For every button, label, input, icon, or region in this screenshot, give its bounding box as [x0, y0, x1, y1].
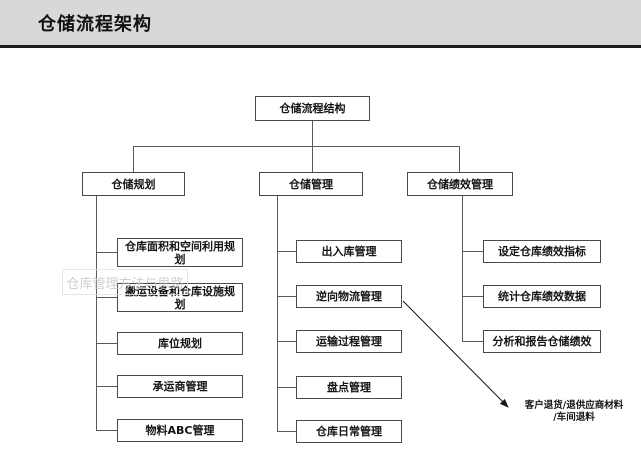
- node-root: 仓储流程结构: [255, 96, 370, 121]
- connector: [459, 146, 460, 172]
- connector: [277, 196, 278, 431]
- annotation-line2: /车间退料: [553, 412, 595, 423]
- connector: [277, 387, 296, 388]
- node-leaf: 盘点管理: [296, 376, 402, 399]
- node-leaf: 设定仓库绩效指标: [483, 240, 601, 263]
- connector: [312, 146, 313, 172]
- connector: [96, 343, 117, 344]
- connector: [133, 146, 134, 172]
- node-leaf: 仓库日常管理: [296, 420, 402, 443]
- node-leaf: 分析和报告仓储绩效: [483, 330, 601, 353]
- node-branch-planning: 仓储规划: [82, 172, 185, 196]
- connector: [277, 251, 296, 252]
- connector: [277, 296, 296, 297]
- page-title: 仓储流程架构: [38, 13, 152, 35]
- connector: [462, 251, 483, 252]
- connector: [277, 341, 296, 342]
- node-branch-management: 仓储管理: [259, 172, 363, 196]
- watermark: 仓库管理方法与思路: [62, 269, 188, 295]
- node-leaf: 运输过程管理: [296, 330, 402, 353]
- connector: [312, 121, 313, 146]
- node-leaf-reverse-logistics: 逆向物流管理: [296, 285, 402, 308]
- connector: [96, 386, 117, 387]
- node-leaf: 物料ABC管理: [117, 419, 243, 442]
- connector: [96, 430, 117, 431]
- connector: [462, 196, 463, 341]
- connector: [96, 196, 97, 430]
- annotation-line1: 客户退货/退供应商材料: [524, 400, 624, 411]
- node-branch-performance: 仓储绩效管理: [407, 172, 513, 196]
- node-leaf: 库位规划: [117, 332, 243, 355]
- node-leaf: 统计仓库绩效数据: [483, 285, 601, 308]
- connector: [133, 146, 459, 147]
- node-leaf: 出入库管理: [296, 240, 402, 263]
- connector: [277, 431, 296, 432]
- connector: [96, 297, 117, 298]
- connector: [462, 296, 483, 297]
- connector: [462, 341, 483, 342]
- connector: [96, 252, 117, 253]
- node-leaf: 仓库面积和空间利用规划: [117, 238, 243, 267]
- node-leaf: 承运商管理: [117, 375, 243, 398]
- page-header: 仓储流程架构: [0, 0, 641, 48]
- annotation-text: 客户退货/退供应商材料 /车间退料: [511, 400, 637, 424]
